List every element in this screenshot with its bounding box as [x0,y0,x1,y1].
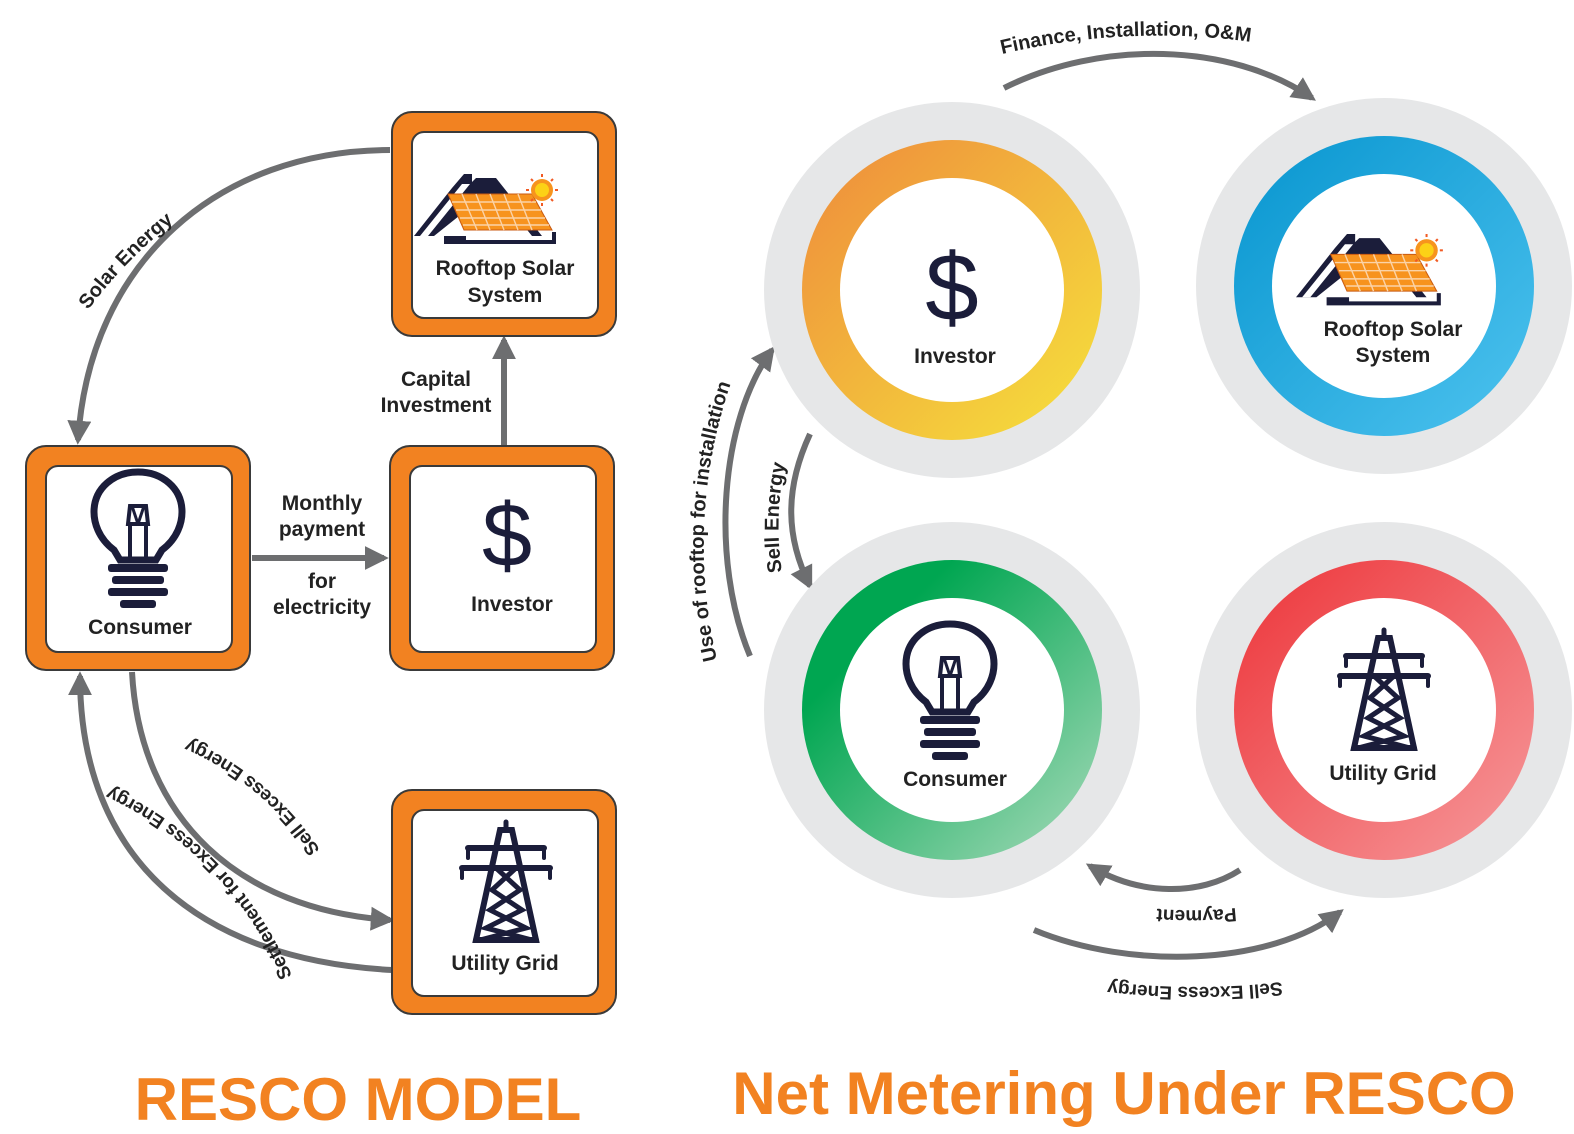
net-metering-title: Net Metering Under RESCO [732,1060,1515,1127]
utility-grid-label: Utility Grid [451,952,558,975]
arrow-solar-energy [67,147,391,445]
utility-grid-circle-node: Utility Grid [1196,522,1572,898]
arrow-sell-excess-right [1032,909,1344,960]
edge-label-monthly: Monthly [282,492,363,515]
edge-label-electricity: electricity [273,596,371,619]
edge-label-sell-excess-right: Sell Excess Energy [1106,977,1284,1003]
edge-label-payment: payment [279,518,365,541]
resco-model-diagram: Solar Energy Capital Investment Monthly … [25,111,617,1133]
investor-circle-node: $ Investor [764,102,1140,478]
rooftop-circle-label-line1: Rooftop Solar [1324,318,1463,341]
consumer-label: Consumer [88,616,192,639]
utility-grid-circle-label: Utility Grid [1329,762,1436,785]
edge-label-for: for [308,570,336,593]
rooftop-label-line2: System [468,284,543,307]
arrow-sell-excess-energy [129,671,395,931]
rooftop-label-line1: Rooftop Solar [436,257,575,280]
arrow-payment [1085,863,1242,892]
consumer-circle-node: Consumer [764,522,1140,898]
edge-label-settlement: Settlement for Excess Energy [103,782,297,982]
net-metering-diagram: Finance, Installation, O&M Use of roofto… [687,19,1572,1127]
edge-label-solar-energy: Solar Energy [74,208,177,313]
edge-label-capital: Capital [401,368,471,391]
rooftop-circle-node: Rooftop Solar System [1196,98,1572,474]
rooftop-solar-node: Rooftop Solar System [391,111,617,337]
resco-model-title: RESCO MODEL [135,1066,582,1133]
edge-label-payment: Payment [1155,903,1238,926]
edge-label-sell-energy: Sell Energy [762,459,791,574]
dollar-icon: $ [482,486,532,586]
consumer-node: Consumer [25,445,251,671]
utility-grid-node: Utility Grid [391,789,617,1015]
consumer-circle-label: Consumer [903,768,1007,791]
edge-label-investment: Investment [381,394,492,417]
arrow-finance [1002,50,1316,101]
dollar-icon: $ [925,234,978,341]
arrow-sell-energy [788,432,813,591]
arrow-settlement [68,671,393,973]
arrow-use-of-rooftop [722,346,775,658]
investor-circle-label: Investor [914,345,996,368]
rooftop-circle-label-line2: System [1356,344,1431,367]
investor-node: $ Investor [389,445,615,671]
investor-label: Investor [471,593,553,616]
